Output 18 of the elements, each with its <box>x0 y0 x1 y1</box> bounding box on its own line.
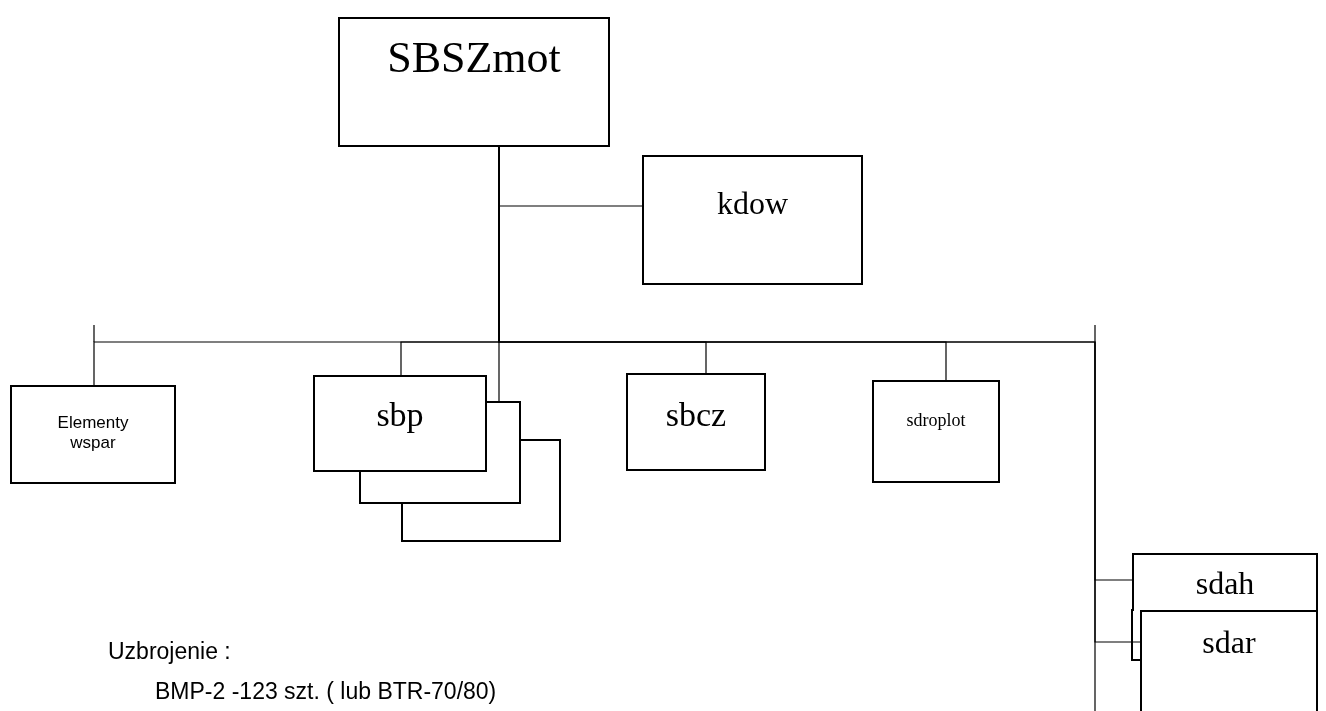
unit-name: sdar <box>1202 624 1256 661</box>
unit-box <box>626 373 766 471</box>
unit-box <box>872 380 1000 483</box>
unit-name: SBSZmot <box>387 33 561 84</box>
unit-name: sdroplot <box>906 410 966 431</box>
unit-name: sbp <box>376 395 424 435</box>
note-text: BMP-2 -123 szt. ( lub BTR-70/80) <box>155 678 497 705</box>
unit-box <box>338 17 610 147</box>
unit-box <box>642 155 863 285</box>
stacked-cards-drawing <box>313 375 561 542</box>
note-text: Uzbrojenie : <box>108 638 231 665</box>
unit-name: Elementy wspar <box>56 413 130 453</box>
unit-name: sbcz <box>665 395 727 435</box>
unit-name: sdah <box>1195 565 1255 602</box>
unit-box <box>1132 553 1318 611</box>
unit-name: kdow <box>716 185 789 222</box>
unit-box <box>1140 610 1318 711</box>
unit-box <box>10 385 176 484</box>
